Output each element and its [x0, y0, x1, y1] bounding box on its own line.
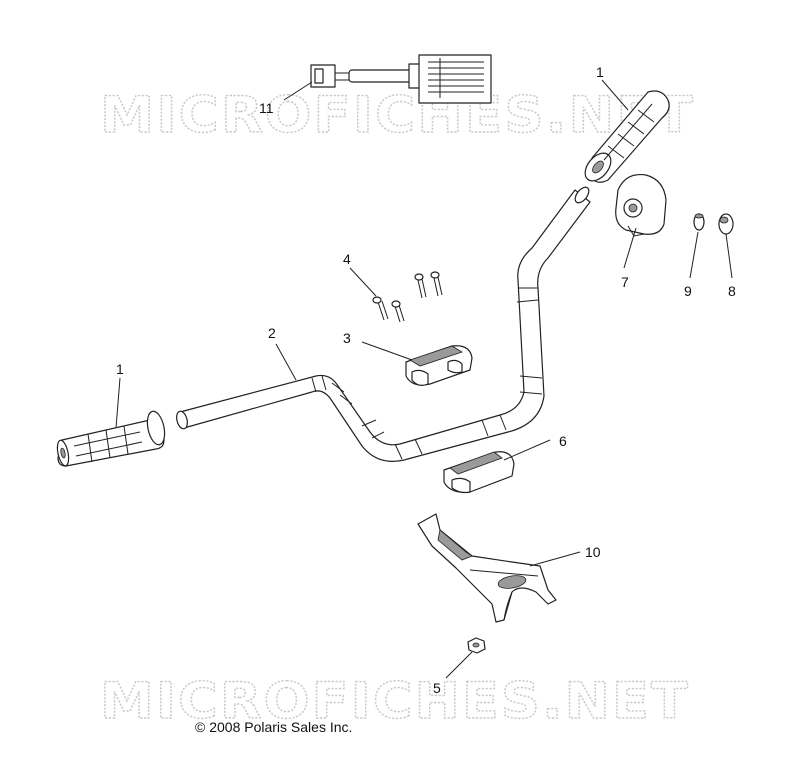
leader-1-right [601, 79, 629, 111]
callout-2: 2 [268, 325, 276, 341]
leader-8 [725, 233, 733, 279]
harness-part [310, 54, 492, 104]
bolts-part [372, 271, 443, 323]
callout-8: 8 [728, 283, 736, 299]
handlebar-knurl [311, 287, 543, 460]
copyright-text: © 2008 Polaris Sales Inc. [195, 719, 352, 735]
bolt-4 [430, 271, 443, 297]
callout-4: 4 [343, 251, 351, 267]
leader-5 [445, 651, 473, 679]
watermark-top: MICROFICHES.NET [100, 86, 695, 144]
clamp-upper-part [405, 345, 473, 386]
bracket-part [417, 513, 557, 623]
watermark-bottom: MICROFICHES.NET [100, 672, 690, 730]
callout-10: 10 [585, 544, 601, 560]
leader-11 [283, 81, 313, 101]
callout-6: 6 [559, 433, 567, 449]
callout-9: 9 [684, 283, 692, 299]
callout-numbers: 11 1 7 9 8 4 2 3 1 6 10 5 [116, 64, 736, 696]
harness-grid [428, 58, 484, 98]
bolt-2 [391, 300, 405, 323]
callout-1-left: 1 [116, 361, 124, 377]
clamp-lower-part [443, 451, 515, 494]
grip-left-part [56, 410, 166, 467]
grip-right-part [584, 90, 670, 183]
callout-5: 5 [433, 680, 441, 696]
callout-3: 3 [343, 330, 351, 346]
callout-1-right: 1 [596, 64, 604, 80]
cap-large-part [718, 213, 734, 235]
leader-6 [503, 439, 551, 461]
leader-2 [275, 343, 297, 381]
throttle-housing-part [615, 173, 667, 237]
callout-7: 7 [621, 274, 629, 290]
handlebar-part [176, 186, 591, 462]
callout-11: 11 [259, 100, 274, 116]
leader-lines [115, 79, 733, 679]
grip-left-ribs [73, 425, 143, 463]
leader-4 [349, 267, 377, 297]
cap-small-part [693, 213, 705, 231]
grip-right-ribs [603, 103, 655, 161]
leader-7 [623, 227, 637, 269]
leader-1-left [115, 377, 121, 429]
bolt-1 [372, 296, 389, 321]
bolt-3 [414, 273, 427, 299]
leader-9 [689, 231, 699, 279]
leader-10 [529, 551, 581, 567]
leader-3 [361, 341, 413, 361]
nut-part [467, 637, 486, 654]
